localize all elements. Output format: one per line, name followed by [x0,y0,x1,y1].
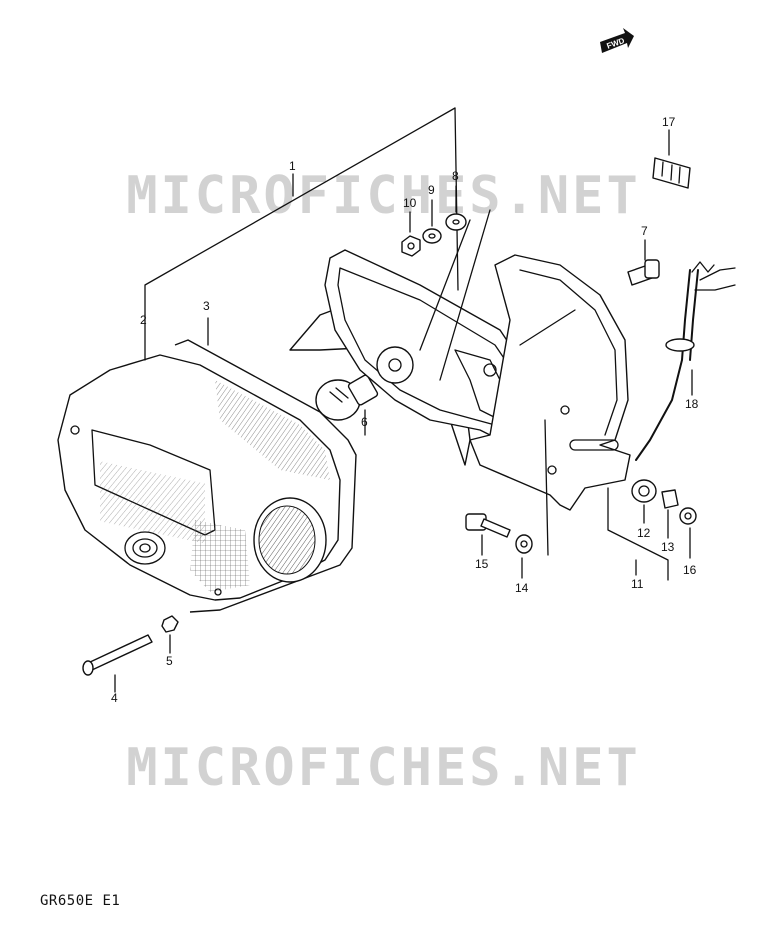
callout-17: 17 [662,115,676,129]
bulb-part-6 [315,374,379,421]
screw-part-7 [627,259,660,286]
leader-part-1 [144,107,456,316]
callout-15: 15 [475,557,489,571]
tail-lens-part-2 [57,354,341,601]
callout-5: 5 [166,654,173,668]
callout-18: 18 [685,397,699,411]
callout-16: 16 [683,563,697,577]
callout-11: 11 [631,577,644,591]
callout-13: 13 [661,540,675,554]
callout-8: 8 [452,169,459,183]
nut-part-5 [161,615,179,633]
washer-part-8 [445,213,467,231]
model-code: GR650E E1 [40,893,121,909]
grommet-part-12 [631,479,657,503]
leader-part-11 [607,487,669,581]
bolt-part-4 [82,634,153,676]
callout-labels: 1 2 3 4 5 6 7 8 9 10 11 12 13 14 15 16 1… [111,115,699,705]
callout-1: 1 [289,159,296,173]
callout-6: 6 [361,415,368,429]
mounting-bracket [469,254,631,511]
collar-part-13 [661,489,679,509]
callout-9: 9 [428,183,435,197]
washer-part-9 [422,228,442,244]
callout-3: 3 [203,299,210,313]
callout-4: 4 [111,691,118,705]
watermark-bottom: MICROFICHES.NET [126,738,641,798]
callout-14: 14 [515,581,529,595]
nut-part-16 [679,507,697,525]
wiring-harness-part-18 [635,261,736,461]
fwd-label: FWD [606,36,626,51]
callout-10: 10 [403,196,417,210]
socket-part-17 [652,157,691,189]
bolt-part-15 [465,513,511,538]
nut-part-10 [401,235,421,257]
forward-arrow-icon: FWD [600,28,634,53]
callout-12: 12 [637,526,651,540]
callout-7: 7 [641,224,648,238]
washer-part-14 [515,534,533,554]
callout-2: 2 [140,313,147,327]
watermark-top: MICROFICHES.NET [126,166,641,226]
